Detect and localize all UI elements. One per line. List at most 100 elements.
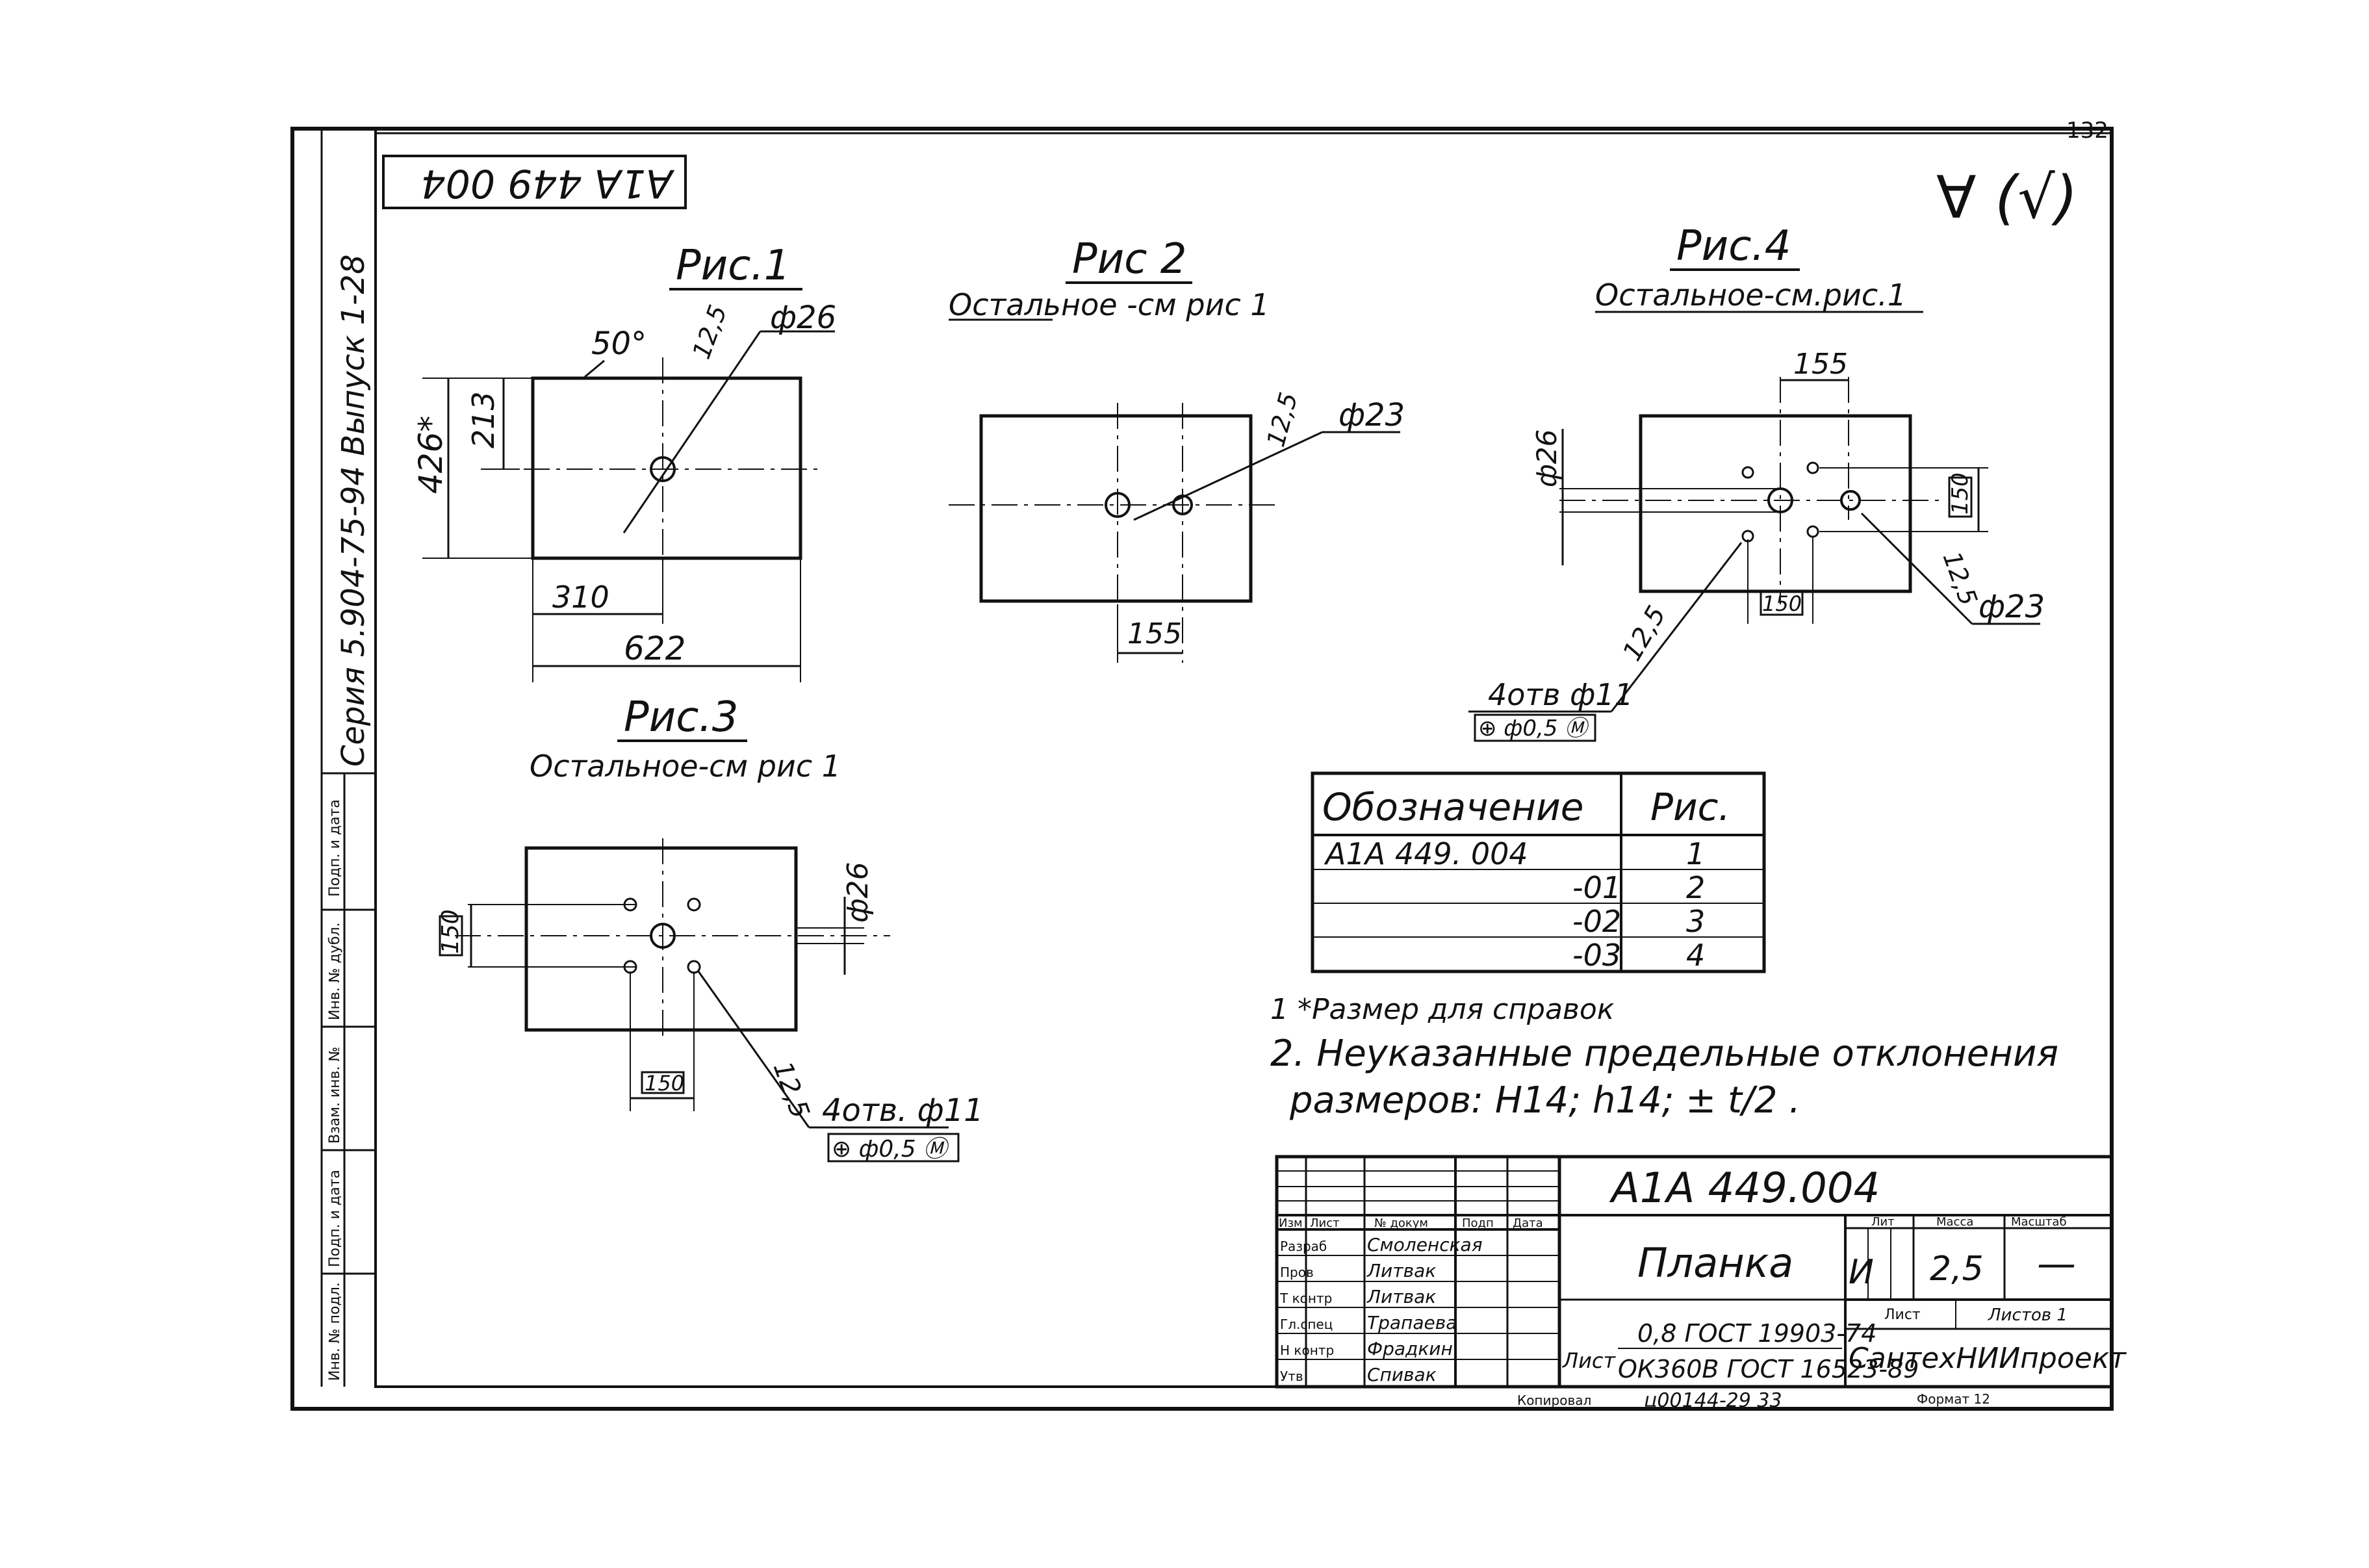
fig3-title: Рис.3 [624,693,738,741]
tb-col-izm: Изм [1279,1216,1303,1230]
table-cell-r2c1: -01 [1572,870,1621,905]
side-col-4: Подп. и дата [327,1170,343,1267]
fig1-d26: ф26 [770,300,836,336]
note-2a: 2. Неуказанные предельные отклонения [1270,1033,2058,1075]
fig1-c50: 50° [591,326,647,362]
tb-hdr-mass: Масса [1936,1215,1973,1229]
fig4-title: Рис.4 [1676,222,1791,270]
note-2b: размеров: H14; h14; ± t/2 . [1289,1079,1800,1122]
fig1-r125: 12,5 [687,302,732,363]
tb-material-prefix: Лист [1562,1348,1616,1373]
footer-format: Формат 12 [1917,1391,1990,1407]
fig4-w150: 150 [1762,591,1802,616]
figure-1: Рис.1 ф26 12,5 50° 426* 213 310 622 [412,242,836,682]
table-cell-r3c1: -02 [1572,904,1621,939]
fig4-r125b: 12,5 [1617,601,1672,666]
fig3-h150: 150 [437,909,464,954]
side-series: Серия 5.904-75-94 Выпуск 1-28 [335,254,372,767]
side-col-3: Взам. инв. № [327,1047,343,1144]
fig3-w150: 150 [645,1071,684,1096]
tb-role-3: Т контр [1279,1291,1332,1306]
tb-sheets-label: Листов 1 [1988,1305,2068,1325]
fig1-hole [650,456,676,482]
fig2-title: Рис 2 [1072,235,1186,283]
fig4-hole-1 [1741,466,1754,479]
tb-name-1: Смоленская [1367,1234,1483,1255]
fig4-note: Остальное-см.рис.1 [1595,277,1906,313]
tb-col-date: Дата [1513,1216,1543,1230]
tb-role-2: Пров [1280,1265,1314,1280]
table-cell-r2c2: 2 [1686,870,1705,905]
fig4-holes: 4отв ф11 [1488,677,1633,712]
tb-material-1: 0,8 ГОСТ 19903-74 [1637,1319,1876,1348]
figure-4: Рис.4 Остальное-см.рис.1 155 ф26 150 ф23… [1468,222,2045,742]
fig4-h150: 150 [1947,472,1973,515]
fig2-d23: ф23 [1338,397,1405,433]
fig1-title: Рис.1 [676,242,790,290]
fig3-note: Остальное-см рис 1 [530,749,841,784]
tb-scale-value: — [2037,1241,2076,1287]
tb-role-6: Утв [1280,1369,1303,1384]
figure-2: Рис 2 Остальное -см рис 1 ф23 12,5 155 [949,235,1405,663]
tb-hdr-lit: Лит [1871,1215,1895,1229]
side-col-1: Подп. и дата [327,799,343,897]
tb-col-list: Лист [1310,1216,1340,1230]
fig3-tol: ⊕ ф0,5 Ⓜ [832,1136,950,1163]
side-col-5: Инв. № подл. [327,1282,343,1381]
fig3-plate [524,846,798,1032]
tb-role-1: Разраб [1280,1239,1327,1254]
table-cell-r3c2: 3 [1686,904,1705,939]
table-cell-r1c2: 1 [1686,836,1705,871]
tb-col-doc: № докум [1374,1216,1428,1230]
fig2-hole-offset [1172,495,1193,515]
fig3-d26: ф26 [841,862,875,923]
tb-designation: A1A 449.004 [1609,1164,1880,1213]
page-number: 132 [2066,118,2108,144]
tb-lit-value: И [1849,1253,1874,1292]
stamp-rotated: A1A 449 004 [421,161,675,206]
fig2-plate [979,414,1253,603]
fig4-plate [1639,414,1912,593]
fig1-w310: 310 [552,580,609,615]
fig1-h426: 426* [412,416,450,494]
fig4-tol: ⊕ ф0,5 Ⓜ [1478,715,1590,741]
table-cell-r1c1: A1A 449. 004 [1324,836,1528,871]
stamp-box [382,155,687,209]
tb-name-6: Спивак [1367,1364,1437,1385]
note-1: 1 *Размер для справок [1270,993,1615,1026]
fig4-r125a: 12,5 [1938,548,1983,610]
tb-hdr-scale: Масштаб [2011,1215,2067,1229]
footer-copied: Копировал [1517,1393,1591,1408]
tb-role-4: Гл.спец [1280,1317,1333,1332]
tb-role-5: Н контр [1280,1343,1334,1358]
fig3-r125: 12,5 [767,1058,815,1122]
table-cell-r4c2: 4 [1686,938,1705,973]
figure-3: Рис.3 Остальное-см рис 1 150 ф26 150 12,… [437,693,984,1163]
fig1-h213: 213 [466,391,501,448]
tb-sheet-label: Лист [1884,1307,1921,1323]
fig4-hole-2 [1806,461,1819,474]
table-cell-r4c1: -03 [1572,938,1621,973]
footer-order: ц00144-29 33 [1644,1389,1782,1412]
tb-mass-value: 2,5 [1930,1250,1984,1289]
roughness-mark: ∀ (√) [1936,164,2078,232]
fig4-d23: ф23 [1978,589,2045,625]
fig2-w155: 155 [1127,617,1182,650]
tb-org: СантехНИИпроект [1849,1342,2127,1375]
fig4-d26: ф26 [1531,430,1563,487]
fig2-r125: 12,5 [1261,389,1303,450]
tb-name-3: Литвак [1366,1286,1436,1307]
title-block: Изм Лист № докум Подп Дата Разраб Смолен… [1275,1155,2127,1389]
fig3-hole-2 [687,897,701,912]
tb-name-2: Литвак [1366,1260,1436,1281]
side-col-2: Инв. № дубл. [327,922,343,1020]
inner-frame [374,127,2113,1388]
fig4-w155: 155 [1793,348,1848,381]
tb-name-4: Трапаева [1367,1312,1457,1333]
tb-col-sign: Подп [1462,1216,1494,1230]
tb-part-name: Планка [1637,1239,1793,1287]
fig3-hole-center [650,923,676,949]
variants-table: Обозначение Рис. A1A 449. 004 1 -01 2 -0… [1311,771,1766,973]
fig4-hole-4 [1806,525,1819,538]
